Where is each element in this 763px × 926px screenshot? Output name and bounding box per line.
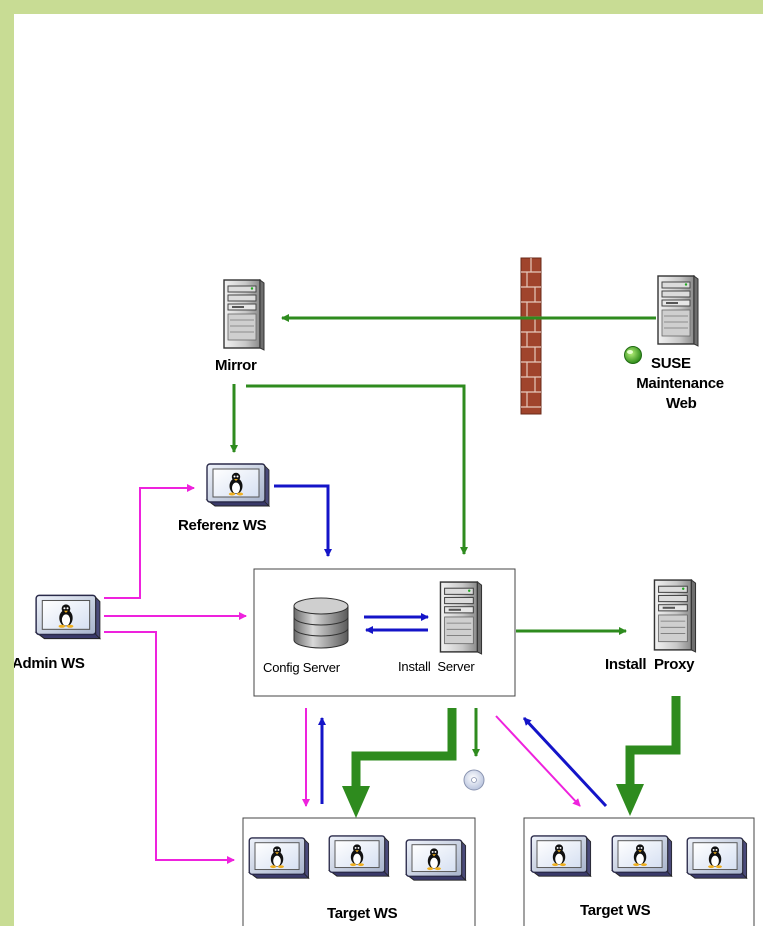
suse-label-line1: SUSE bbox=[651, 355, 691, 372]
referenz-ws-label: Referenz WS bbox=[178, 517, 267, 534]
cd-icon bbox=[463, 769, 485, 791]
install-server-label: Install Server bbox=[398, 659, 475, 674]
mirror-server-icon bbox=[223, 279, 265, 351]
install-server-icon bbox=[439, 581, 483, 655]
target-ws-icon bbox=[530, 835, 592, 877]
admin-ws-label: Admin WS bbox=[14, 655, 85, 672]
arrow-head bbox=[616, 784, 644, 816]
referenz-ws-icon bbox=[206, 463, 270, 507]
arrow-mirror-to-install-server bbox=[246, 384, 468, 555]
target-ws-icon bbox=[611, 835, 673, 877]
config-server-label: Config Server bbox=[263, 660, 340, 675]
target-ws-icon bbox=[405, 839, 467, 881]
suse-label-line2: Maintenance bbox=[636, 375, 724, 392]
target-ws-icon bbox=[328, 835, 390, 877]
arrow-referenz-to-config bbox=[274, 484, 332, 557]
admin-ws-icon bbox=[35, 594, 101, 640]
diagram-canvas: Mirror SUSE Maintenance Web Referenz WS … bbox=[14, 14, 763, 926]
install-proxy-label: Install Proxy bbox=[605, 656, 695, 673]
arrow-install-to-target-right bbox=[495, 715, 581, 807]
install-proxy-server-icon bbox=[653, 579, 697, 653]
firewall-icon bbox=[520, 257, 542, 415]
target-ws-icon bbox=[248, 837, 310, 879]
database-icon bbox=[293, 597, 349, 649]
target-ws-label-left: Target WS bbox=[327, 905, 398, 922]
target-ws-icon bbox=[686, 837, 748, 879]
suse-server-icon bbox=[657, 275, 699, 347]
arrow-admin-to-referenz bbox=[104, 484, 195, 599]
mirror-label: Mirror bbox=[215, 357, 257, 374]
arrow-target-right-to-install bbox=[522, 716, 608, 808]
arrow-head bbox=[342, 786, 370, 818]
target-ws-label-right: Target WS bbox=[580, 902, 651, 919]
suse-logo-icon bbox=[624, 346, 642, 364]
arrow-proxy-to-target-right bbox=[625, 696, 681, 788]
arrow-admin-to-target-left bbox=[104, 631, 235, 864]
diagram-svg bbox=[35, 257, 755, 926]
arrow-install-server-to-target-left bbox=[351, 708, 457, 790]
suse-label-line3: Web bbox=[666, 395, 697, 412]
